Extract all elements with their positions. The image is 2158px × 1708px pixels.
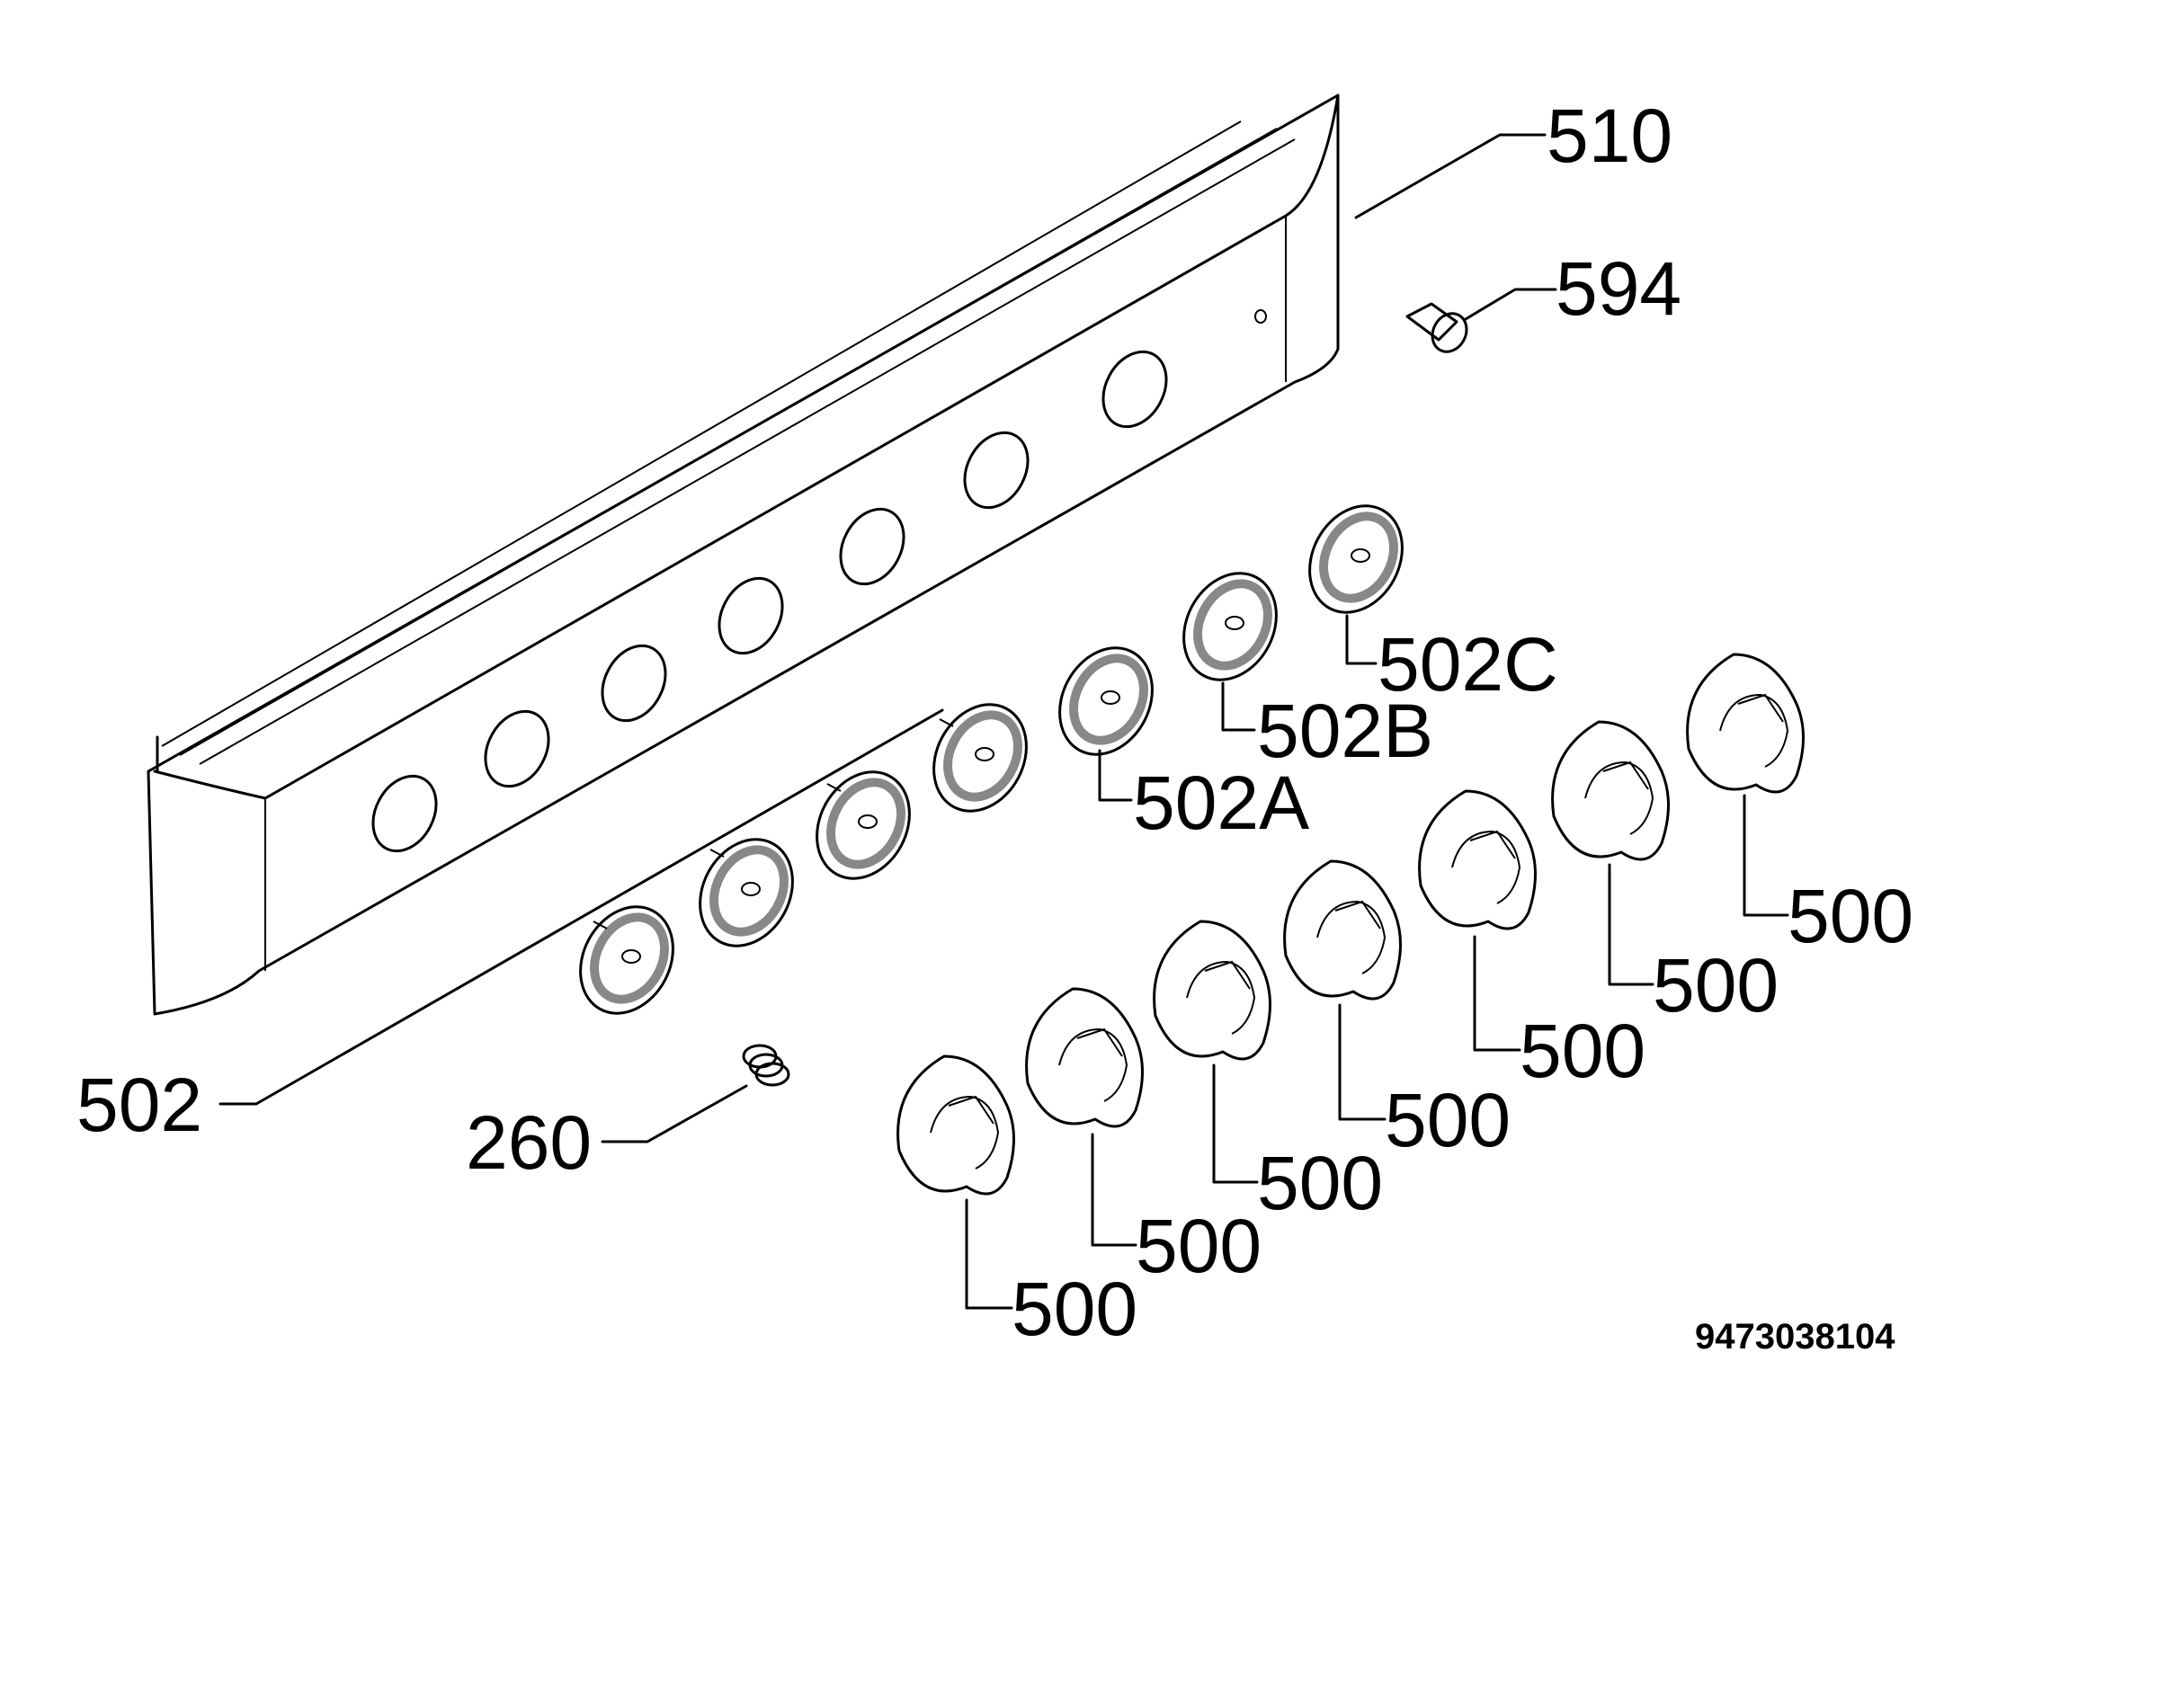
label-knob: 500	[1012, 1267, 1137, 1351]
knob	[1551, 720, 1670, 861]
label-panel: 510	[1547, 93, 1672, 178]
bezel-ring	[816, 770, 911, 880]
bezel-group	[579, 504, 1404, 1015]
control-panel	[147, 93, 1340, 1016]
knob	[1025, 987, 1144, 1128]
knob	[896, 1054, 1015, 1196]
knob-group	[896, 653, 1805, 1196]
label-bezel: 502	[76, 1063, 202, 1147]
bezel-ring	[1308, 504, 1404, 614]
knob	[1686, 653, 1805, 794]
indicator-lamp	[1405, 302, 1468, 353]
knob	[1153, 920, 1271, 1061]
drawing-code: 9473038104	[1695, 1317, 1895, 1357]
label-knob: 500	[1385, 1078, 1511, 1162]
spring	[742, 1044, 790, 1087]
label-knob: 500	[1653, 943, 1779, 1027]
label-knob: 500	[1520, 1009, 1645, 1093]
bezel-ring	[1058, 646, 1154, 756]
label-knob: 500	[1136, 1204, 1262, 1288]
knob	[1283, 859, 1402, 1001]
label-lamp: 594	[1556, 246, 1681, 331]
knob	[1418, 789, 1537, 930]
label-bezel-a: 502A	[1133, 761, 1309, 845]
label-bezel-c: 502C	[1378, 622, 1558, 707]
bezel-ring	[579, 905, 674, 1015]
bezel-ring	[699, 838, 794, 947]
label-bezel-b: 502B	[1257, 689, 1433, 773]
label-knob: 500	[1257, 1141, 1383, 1225]
leader-lines	[218, 133, 1789, 1310]
bezel-ring	[932, 703, 1028, 813]
bezel-ring	[1182, 572, 1278, 681]
label-knob: 500	[1788, 874, 1913, 958]
label-spring: 260	[466, 1100, 592, 1185]
